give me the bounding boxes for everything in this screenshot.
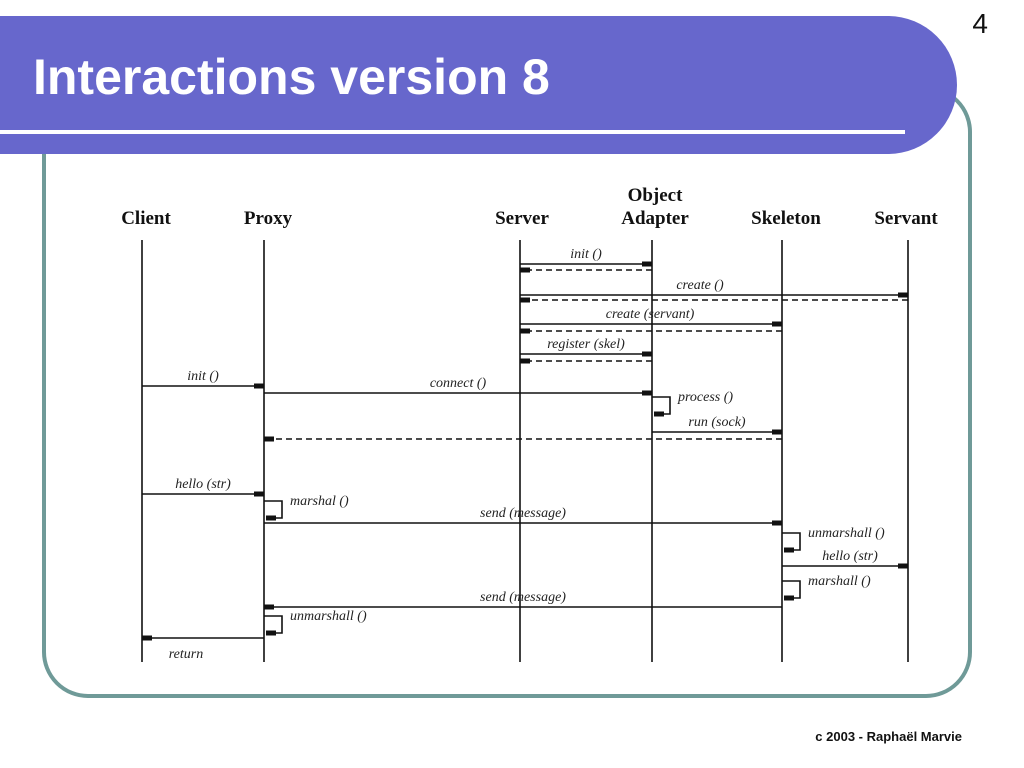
message-arrowhead-13 [254,491,264,497]
lifeline-label-adapter: Object [628,185,684,206]
page-number: 4 [972,8,988,39]
message-arrowhead-17 [898,563,908,569]
message-label-18: marshall () [808,574,871,589]
self-call-14 [264,500,283,519]
message-label-14: marshal () [290,494,349,509]
message-arrowhead-15 [772,520,782,526]
message-label-16: unmarshall () [808,526,885,541]
message-arrowhead-5 [520,328,530,334]
message-label-8: init () [187,369,219,384]
message-label-4: create (servant) [606,307,695,322]
copyright-footer: c 2003 - Raphaël Marvie [815,729,962,744]
message-label-20: unmarshall () [290,609,367,624]
message-arrowhead-12 [264,436,274,442]
message-arrowhead-2 [898,292,908,298]
message-arrowhead-6 [642,351,652,357]
message-arrowhead-18 [784,595,794,601]
lifeline-label-servant: Servant [874,208,938,229]
message-arrowhead-3 [520,297,530,303]
message-arrowhead-21 [142,635,152,641]
slide-title: Interactions version 8 [33,49,550,105]
message-label-19: send (message) [480,590,566,605]
message-label-17: hello (str) [822,549,878,564]
message-arrowhead-20 [266,630,276,636]
message-arrowhead-14 [266,515,276,521]
self-call-18 [782,580,801,599]
message-arrowhead-10 [654,411,664,417]
lifeline-label-proxy: Proxy [244,208,293,229]
message-arrowhead-9 [642,390,652,396]
title-underline [0,130,905,134]
message-label-15: send (message) [480,506,566,521]
message-label-9: connect () [430,376,487,391]
message-label-2: create () [676,278,724,293]
message-label-6: register (skel) [547,337,625,352]
message-label-11: run (sock) [688,415,745,430]
message-arrowhead-16 [784,547,794,553]
lifeline-label-adapter: Adapter [621,208,689,229]
lifeline-label-client: Client [121,208,171,229]
message-arrowhead-19 [264,604,274,610]
message-label-21: return [169,647,203,662]
message-label-0: init () [570,247,602,262]
content-frame [42,86,972,698]
message-arrowhead-11 [772,429,782,435]
lifeline-label-skeleton: Skeleton [751,208,821,229]
self-call-10 [652,396,671,415]
message-arrowhead-7 [520,358,530,364]
self-call-16 [782,532,801,551]
message-label-13: hello (str) [175,477,231,492]
message-label-10: process () [677,390,733,405]
message-arrowhead-8 [254,383,264,389]
message-arrowhead-4 [772,321,782,327]
self-call-20 [264,615,283,634]
message-arrowhead-1 [520,267,530,273]
lifeline-label-server: Server [495,208,549,229]
message-arrowhead-0 [642,261,652,267]
